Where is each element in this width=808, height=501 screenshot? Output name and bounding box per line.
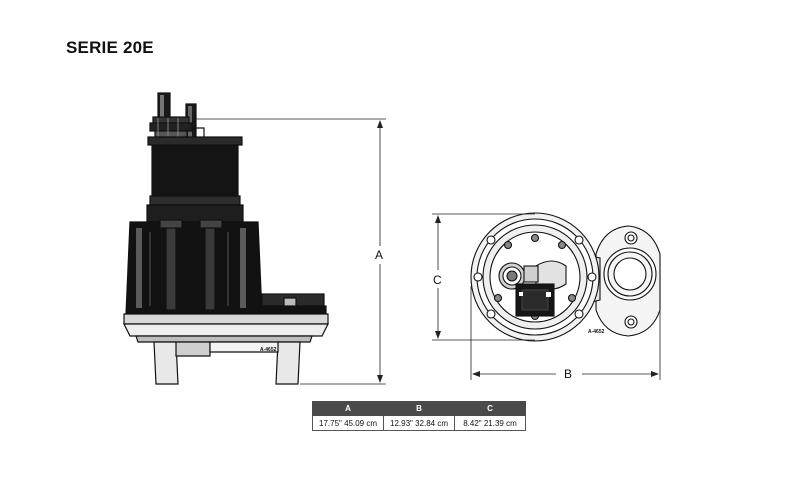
value-a: 17.75" 45.09 cm <box>312 415 384 431</box>
column-header-a: A <box>312 401 384 416</box>
dimensions-table: A B C 17.75" 45.09 cm 12.93" 32.84 cm 8.… <box>312 401 526 431</box>
dimension-b <box>470 286 661 380</box>
pump-side-view: A-4652 <box>123 92 329 385</box>
dimension-b-label: B <box>564 367 572 381</box>
dimension-a-label: A <box>375 248 383 262</box>
table-row: 17.75" 45.09 cm 12.93" 32.84 cm 8.42" 21… <box>312 415 526 431</box>
dimension-c <box>432 213 535 341</box>
pump-base <box>123 313 329 385</box>
top-view-part-number: A-4652 <box>588 329 605 335</box>
value-b: 12.93" 32.84 cm <box>383 415 455 431</box>
page-title: SERIE 20E <box>66 38 154 57</box>
dimensions-table-header-row: A B C <box>312 401 526 416</box>
pump-top-view: A-4652 <box>470 212 661 342</box>
cable-entry <box>498 262 526 290</box>
column-header-b: B <box>383 401 455 416</box>
handle-hub <box>523 260 567 290</box>
cable-gland <box>149 116 193 138</box>
discharge-outlet <box>257 293 327 315</box>
pump-body <box>125 219 263 315</box>
discharge-flange <box>595 225 661 337</box>
control-box <box>515 283 555 317</box>
side-view-part-number: A-4652 <box>260 347 277 353</box>
dimension-a <box>196 118 386 385</box>
column-header-c: C <box>454 401 526 416</box>
motor-housing <box>146 136 244 223</box>
value-c: 8.42" 21.39 cm <box>454 415 526 431</box>
dimension-c-label: C <box>433 273 442 287</box>
